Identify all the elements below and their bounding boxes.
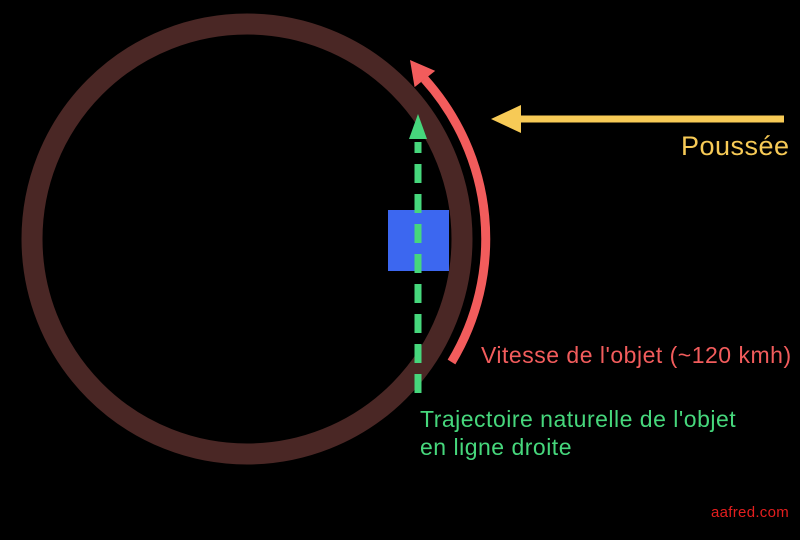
push-arrowhead-icon <box>491 105 521 133</box>
velocity-label: Vitesse de l'objet (~120 kmh) <box>481 342 792 368</box>
trajectory-label-line2: en ligne droite <box>420 434 572 460</box>
trajectory-label: Trajectoire naturelle de l'objet en lign… <box>420 405 736 461</box>
velocity-arrowhead-icon <box>410 60 436 88</box>
velocity-arc <box>421 75 491 365</box>
trajectory-arrowhead-icon <box>409 114 427 139</box>
orbit-ring <box>21 13 473 465</box>
trajectory-label-line1: Trajectoire naturelle de l'objet <box>420 406 737 432</box>
watermark: aafred.com <box>711 504 790 521</box>
push-label: Poussée <box>681 131 790 161</box>
